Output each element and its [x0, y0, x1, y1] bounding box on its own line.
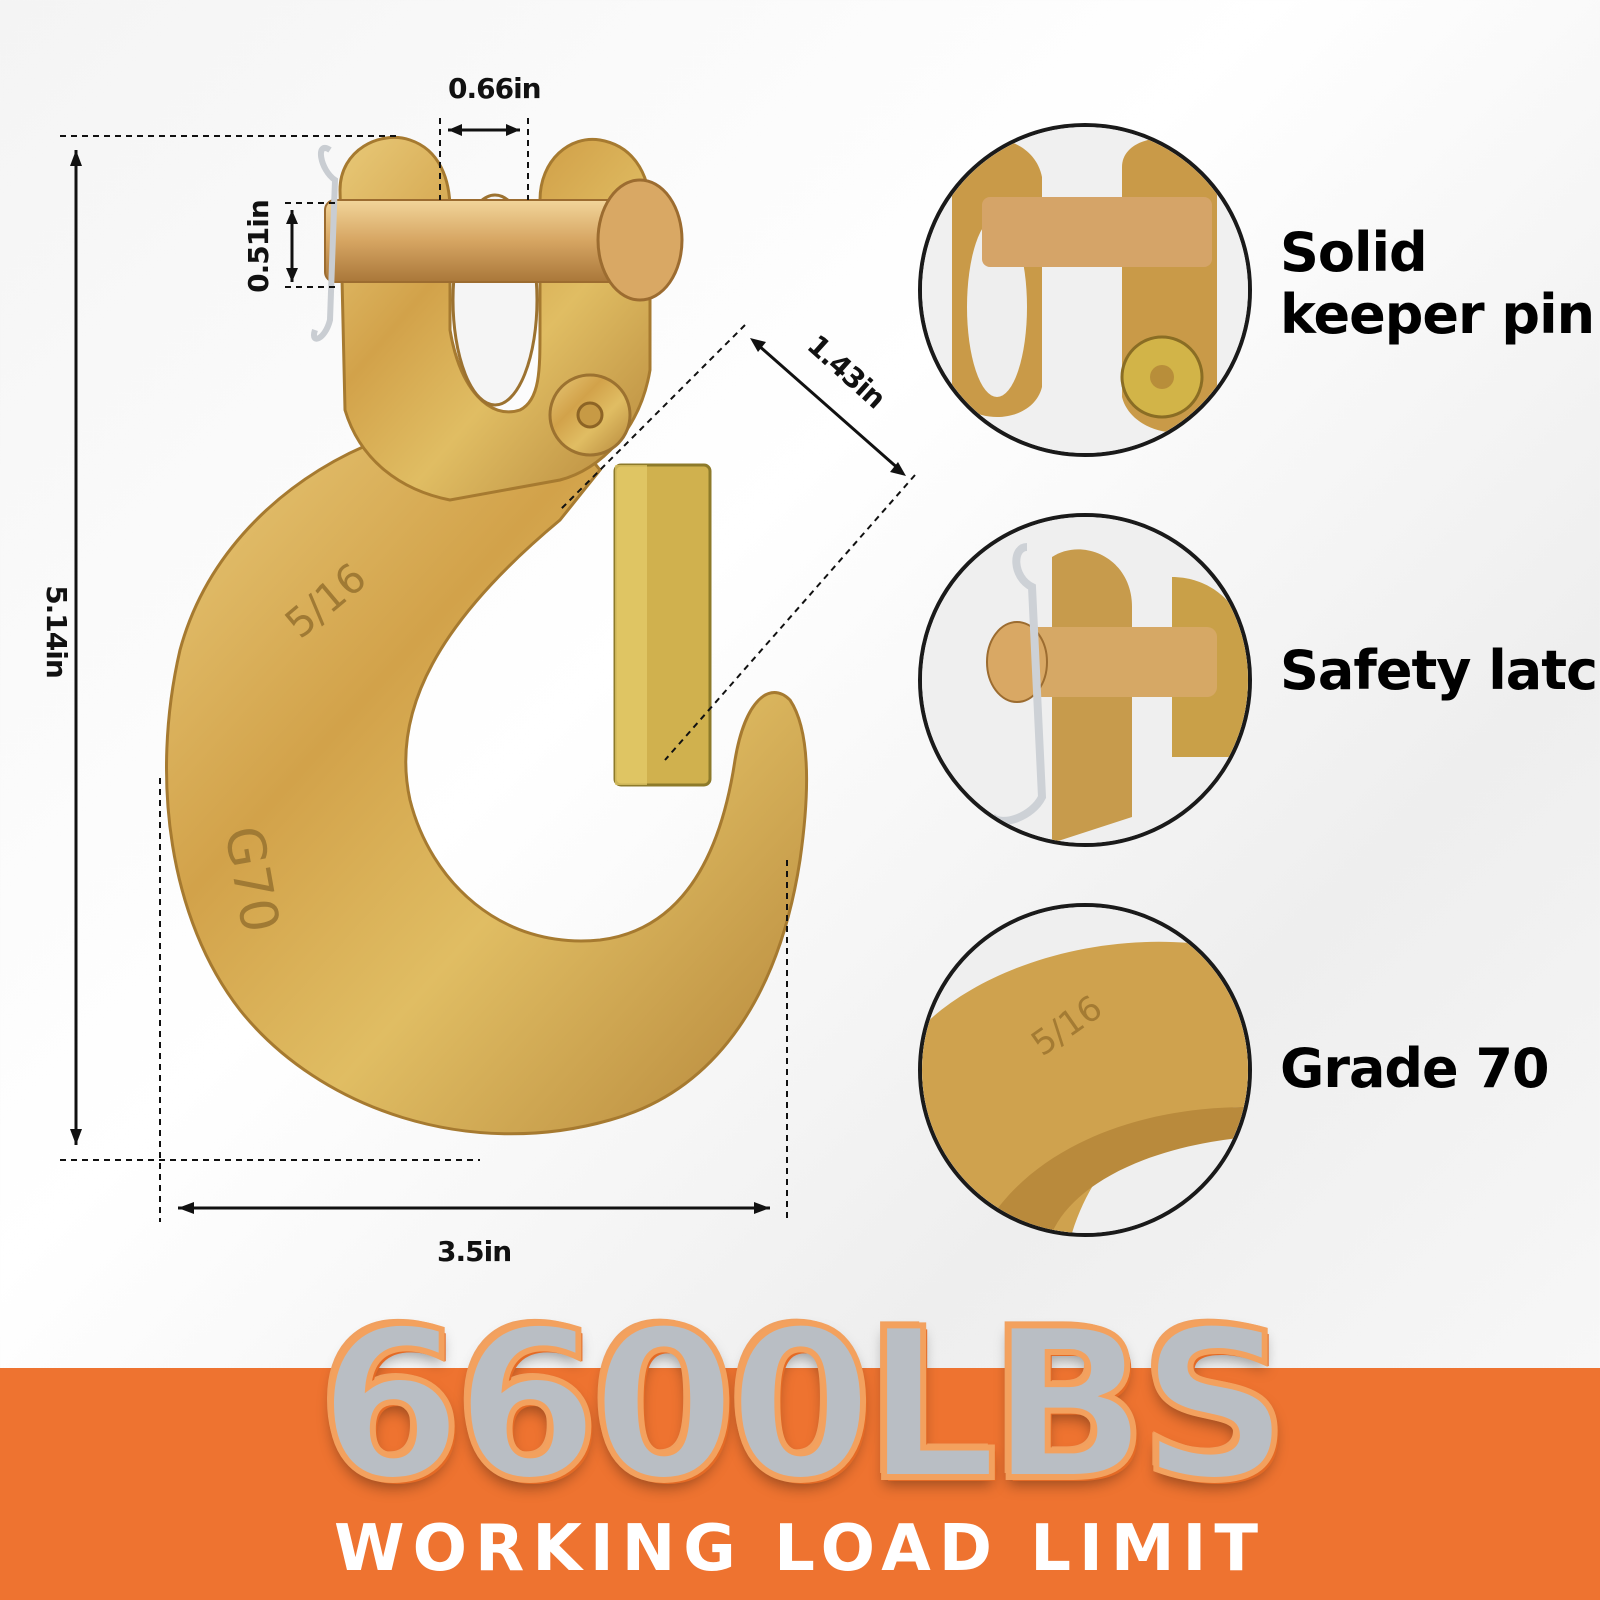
feature-label-line1: Solid: [1280, 221, 1428, 284]
dimension-pin-diameter: 0.51in: [241, 200, 275, 293]
feature-label-grade: Grade 70: [1280, 1037, 1550, 1100]
grade-detail-image: 5/16: [922, 907, 1248, 1233]
dimension-arrowheads: [70, 124, 906, 1214]
feature-label-keeper-pin: Solid keeper pin: [1280, 221, 1595, 346]
load-limit-banner: [0, 1368, 1600, 1600]
dimension-pin-gap: 0.66in: [448, 72, 542, 105]
keeper-pin-detail-image: [922, 127, 1248, 453]
safety-latch-detail-image: [922, 517, 1248, 843]
dimension-width: 3.5in: [437, 1235, 512, 1268]
load-rating-caption: WORKING LOAD LIMIT: [334, 1512, 1266, 1586]
detail-circle-grade: 5/16: [918, 903, 1252, 1237]
load-rating-value: 6600LBS: [315, 1282, 1293, 1530]
feature-label-safety-latch: Safety latch: [1280, 639, 1600, 702]
dimension-height: 5.14in: [39, 585, 73, 678]
dimension-lines: [60, 118, 916, 1222]
detail-circle-safety-latch: [918, 513, 1252, 847]
detail-circle-keeper-pin: [918, 123, 1252, 457]
cotter-pin: [311, 145, 339, 342]
hook-body: [165, 418, 809, 1136]
feature-label-line2: keeper pin: [1280, 283, 1595, 346]
hook-illustration: 5/16 G70: [60, 118, 916, 1222]
keeper-pin: [324, 199, 626, 283]
